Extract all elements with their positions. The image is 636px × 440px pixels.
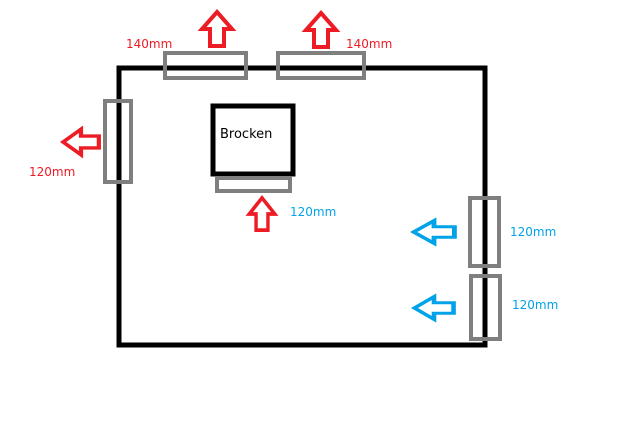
fan-size-label: 120mm bbox=[512, 298, 559, 312]
fan-size-label: 140mm bbox=[126, 37, 173, 51]
exhaust-arrow-up-icon bbox=[304, 11, 338, 49]
intake-arrow-left-icon bbox=[414, 297, 453, 320]
exhaust-arrow-left-icon bbox=[63, 129, 99, 155]
cpu-cooler-box bbox=[210, 103, 296, 177]
airflow-arrow-up-icon bbox=[247, 195, 277, 233]
fan-top-right bbox=[276, 51, 366, 80]
fan-size-label: 120mm bbox=[290, 205, 337, 219]
fan-front-lower bbox=[469, 274, 502, 341]
fan-size-label: 140mm bbox=[346, 37, 393, 51]
fan-front-upper bbox=[468, 196, 501, 268]
fan-size-label: 120mm bbox=[510, 225, 557, 239]
fan-size-label: 120mm bbox=[29, 165, 76, 179]
fan-cpu-cooler bbox=[215, 176, 292, 193]
case-outline bbox=[116, 65, 488, 348]
cpu-cooler-label: Brocken bbox=[220, 127, 273, 142]
fan-top-left bbox=[163, 51, 248, 80]
fan-rear bbox=[103, 99, 133, 184]
exhaust-arrow-up-icon bbox=[200, 10, 234, 48]
intake-arrow-left-icon bbox=[414, 221, 455, 244]
